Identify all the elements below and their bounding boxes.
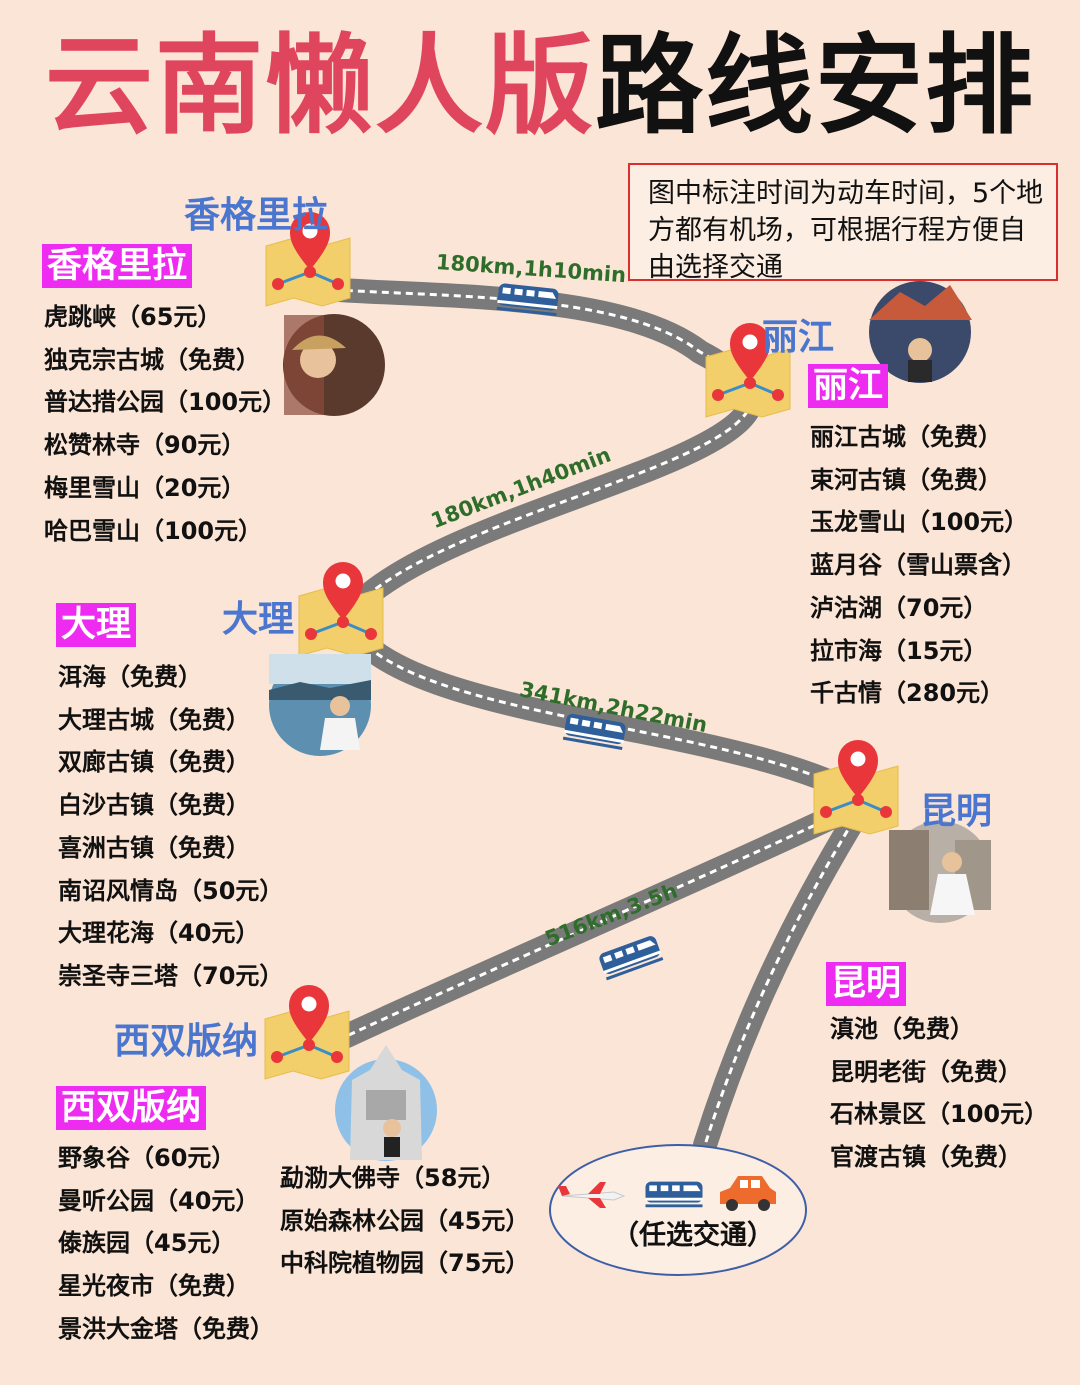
train-icon	[597, 934, 664, 981]
list-item: 傣族园（45元）	[58, 1229, 236, 1258]
attraction-list-dali: 洱海（免费） 大理古城（免费） 双廊古镇（免费） 白沙古镇（免费） 喜洲古镇（免…	[58, 656, 283, 998]
title-part-red: 云南懒人版	[44, 24, 595, 149]
photo-lijiang	[869, 281, 972, 383]
attraction-list-shangrila: 虎跳峡（65元） 独克宗古城（免费） 普达措公园（100元） 松赞林寺（90元）…	[44, 296, 286, 552]
list-item: 束河古镇（免费）	[810, 465, 1002, 494]
page-title: 云南懒人版路线安排	[0, 22, 1080, 152]
list-item: 玉龙雪山（100元）	[810, 508, 1029, 537]
city-tag-kunming: 昆明	[826, 962, 907, 1006]
road-network	[288, 276, 872, 1157]
city-tag-xishuangbanna: 西双版纳	[56, 1086, 207, 1130]
location-pin-icon	[812, 738, 900, 836]
list-item: 星光夜市（免费）	[58, 1272, 250, 1301]
list-item: 喜洲古镇（免费）	[58, 833, 250, 862]
list-item: 虎跳峡（65元）	[44, 303, 222, 331]
city-tag-lijiang: 丽江	[808, 364, 889, 408]
attraction-list-xishuangbanna-col1: 野象谷（60元） 曼听公园（40元） 傣族园（45元） 星光夜市（免费） 景洪大…	[58, 1137, 274, 1351]
list-item: 大理花海（40元）	[58, 919, 260, 948]
location-pin-icon	[263, 983, 351, 1081]
airplane-icon	[558, 1182, 626, 1208]
list-item: 南诏风情岛（50元）	[58, 876, 284, 905]
city-tag-dali: 大理	[56, 603, 137, 647]
travel-note: 图中标注时间为动车时间，5个地方都有机场，可根据行程方便自由选择交通	[628, 163, 1058, 283]
list-item: 曼听公园（40元）	[58, 1186, 260, 1215]
map-label-kunming: 昆明	[920, 791, 993, 832]
list-item: 普达措公园（100元）	[44, 388, 287, 417]
title-part-black: 路线安排	[595, 24, 1036, 149]
list-item: 昆明老街（免费）	[830, 1057, 1022, 1086]
photo-dali	[269, 654, 371, 756]
list-item: 双廊古镇（免费）	[58, 748, 250, 777]
list-item: 松赞林寺（90元）	[44, 431, 246, 460]
list-item: 勐泐大佛寺（58元）	[280, 1164, 506, 1192]
list-item: 大理古城（免费）	[58, 705, 250, 734]
attraction-list-lijiang: 丽江古城（免费） 束河古镇（免费） 玉龙雪山（100元） 蓝月谷（雪山票含） 泸…	[810, 416, 1028, 715]
city-tag-shangrila: 香格里拉	[42, 244, 193, 288]
list-item: 丽江古城（免费）	[810, 423, 1002, 451]
map-label-xishuangbanna: 西双版纳	[114, 1021, 259, 1062]
list-item: 景洪大金塔（免费）	[58, 1314, 274, 1343]
photo-shangrila	[283, 314, 385, 416]
list-item: 中科院植物园（75元）	[280, 1249, 530, 1278]
list-item: 野象谷（60元）	[58, 1144, 236, 1172]
transport-options-oval	[549, 1144, 807, 1276]
list-item: 洱海（免费）	[58, 663, 202, 691]
list-item: 泸沽湖（70元）	[810, 593, 988, 622]
car-icon	[720, 1176, 776, 1211]
list-item: 白沙古镇（免费）	[58, 791, 250, 820]
location-pin-icon	[297, 560, 385, 658]
list-item: 滇池（免费）	[830, 1015, 974, 1043]
list-item: 石林景区（100元）	[830, 1100, 1049, 1129]
list-item: 拉市海（15元）	[810, 636, 988, 665]
list-item: 哈巴雪山（100元）	[44, 516, 263, 545]
list-item: 蓝月谷（雪山票含）	[810, 551, 1026, 580]
attraction-list-kunming: 滇池（免费） 昆明老街（免费） 石林景区（100元） 官渡古镇（免费）	[830, 1008, 1048, 1179]
map-label-shangrila: 香格里拉	[184, 195, 329, 236]
photo-kunming	[889, 821, 991, 923]
transport-options-label: （任选交通）	[612, 1220, 774, 1251]
map-label-dali: 大理	[222, 599, 295, 640]
list-item: 千古情（280元）	[810, 679, 1005, 708]
list-item: 梅里雪山（20元）	[44, 473, 246, 502]
list-item: 官渡古镇（免费）	[830, 1143, 1022, 1172]
list-item: 崇圣寺三塔（70元）	[58, 961, 284, 990]
map-label-lijiang: 丽江	[762, 317, 835, 358]
list-item: 原始森林公园（45元）	[280, 1206, 530, 1235]
photo-xishuangbanna	[335, 1045, 437, 1161]
list-item: 独克宗古城（免费）	[44, 345, 260, 374]
attraction-list-xishuangbanna-col2: 勐泐大佛寺（58元） 原始森林公园（45元） 中科院植物园（75元）	[280, 1157, 529, 1285]
